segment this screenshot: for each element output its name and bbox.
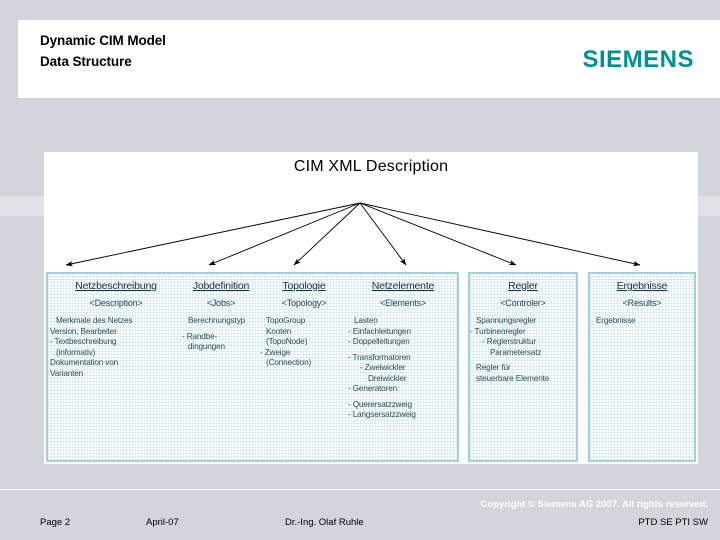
slide-header-bar: Dynamic CIM Model Data Structure SIEMENS — [18, 20, 720, 98]
column-ergebnisse: Ergebnisse <Results> Ergebnisse — [590, 274, 694, 327]
column-netzelemente: Netzelemente <Elements> Lasten - Einfach… — [348, 274, 458, 421]
list-item: TopoGroup — [266, 316, 306, 325]
column-jobdefinition: Jobdefinition <Jobs> Berechnungstyp - Ra… — [182, 274, 260, 353]
group-box-regler: Regler <Controler> Spannungsregler - Tur… — [468, 272, 578, 462]
column-tag-regler: <Controler> — [500, 298, 546, 308]
list-item: Spannungsregler — [476, 316, 537, 325]
copyright-text: Copyright © Siemens AG 2007. All rights … — [480, 499, 708, 510]
list-item: (informativ) — [56, 347, 96, 357]
page-title-line-1: Dynamic CIM Model — [40, 33, 166, 48]
list-item: Dreiwickler — [368, 373, 407, 383]
list-item: Version, Bearbeiter — [50, 326, 117, 336]
column-tag-netzbeschreibung: <Description> — [89, 298, 143, 308]
list-item: Varianten — [50, 368, 84, 378]
list-item: Parametersatz — [490, 347, 542, 357]
list-item: - Querersatzzweig — [348, 399, 412, 409]
column-regler: Regler <Controler> Spannungsregler - Tur… — [470, 274, 576, 384]
list-item: Regler für — [476, 363, 511, 372]
footer-department: PTD SE PTI SW — [638, 517, 708, 528]
diagram-title: CIM XML Description — [293, 158, 449, 175]
list-item: Dokumentation von — [50, 358, 118, 367]
footer-date: April-07 — [146, 517, 179, 528]
list-item: - Langsersatzzweig — [348, 410, 416, 419]
list-item: - Zweige — [260, 347, 291, 357]
page-title-line-2: Data Structure — [40, 54, 132, 69]
diagram-card: CIM XML Description Netzbeschreibung <De… — [44, 152, 698, 464]
arrow-to-topologie — [293, 202, 361, 266]
list-item: Berechnungstyp — [188, 316, 246, 325]
list-item: Knoten — [266, 326, 292, 336]
arrow-to-ergebnisse — [359, 202, 641, 267]
footer-divider — [0, 489, 720, 490]
list-item: (Connection) — [266, 358, 312, 367]
footer-row: Page 2 April-07 Dr.-Ing. Olaf Ruhle PTD … — [0, 517, 720, 533]
list-item: - Randbe- — [182, 331, 218, 341]
list-item: - Reglerstruktur — [482, 337, 537, 346]
list-item: - Zweiwickler — [360, 363, 406, 372]
column-tag-topologie: <Topology> — [281, 298, 327, 308]
column-tag-jobdefinition: <Jobs> — [206, 298, 236, 308]
list-item: Lasten — [354, 316, 378, 325]
arrow-to-netzelemente — [359, 202, 407, 266]
column-items-jobdefinition: Berechnungstyp - Randbe- dingungen — [182, 316, 260, 353]
column-title-netzbeschreibung: Netzbeschreibung — [75, 280, 157, 292]
list-item: - Transformatoren — [348, 352, 411, 362]
siemens-logo: SIEMENS — [582, 46, 694, 73]
column-items-regler: Spannungsregler - Turbinenregler - Regle… — [470, 316, 576, 384]
list-item: steuerbare Elemente — [476, 373, 550, 383]
footer-author: Dr.-Ing. Olaf Ruhle — [285, 517, 364, 528]
list-item: Merkmale des Netzes — [56, 316, 133, 325]
arrow-to-regler — [359, 202, 517, 266]
list-item: - Textbeschreibung — [50, 337, 117, 346]
column-title-topologie: Topologie — [282, 280, 326, 292]
column-tag-ergebnisse: <Results> — [622, 298, 662, 308]
column-items-netzbeschreibung: Merkmale des Netzes Version, Bearbeiter … — [50, 316, 182, 379]
column-items-topologie: TopoGroup Knoten (TopoNode) - Zweige (Co… — [260, 316, 348, 369]
column-netzbeschreibung: Netzbeschreibung <Description> Merkmale … — [50, 274, 182, 379]
list-item: Ergebnisse — [596, 316, 636, 325]
column-title-netzelemente: Netzelemente — [371, 280, 435, 292]
arrow-to-netzbeschreibung — [65, 202, 361, 267]
footer-page-number: Page 2 — [40, 517, 71, 528]
column-title-regler: Regler — [508, 280, 538, 292]
column-tag-netzelemente: <Elements> — [379, 298, 427, 308]
column-items-ergebnisse: Ergebnisse — [590, 316, 694, 327]
list-item: dingungen — [188, 342, 225, 351]
column-topologie: Topologie <Topology> TopoGroup Knoten (T… — [260, 274, 348, 369]
list-item: - Einfachleitungen — [348, 326, 411, 336]
list-item: (TopoNode) — [266, 337, 308, 346]
column-title-jobdefinition: Jobdefinition — [192, 280, 250, 292]
group-box-main: Netzbeschreibung <Description> Merkmale … — [46, 272, 459, 462]
page-title: Dynamic CIM Model Data Structure — [40, 30, 166, 72]
list-item: - Doppelleitungen — [348, 337, 410, 346]
group-box-ergebnisse: Ergebnisse <Results> Ergebnisse — [588, 272, 696, 462]
list-item: - Turbinenregler — [470, 326, 526, 336]
column-title-ergebnisse: Ergebnisse — [616, 280, 668, 292]
list-item: - Generatoren — [348, 384, 398, 393]
column-items-netzelemente: Lasten - Einfachleitungen - Doppelleitun… — [348, 316, 458, 421]
arrow-to-jobdefinition — [208, 202, 361, 266]
